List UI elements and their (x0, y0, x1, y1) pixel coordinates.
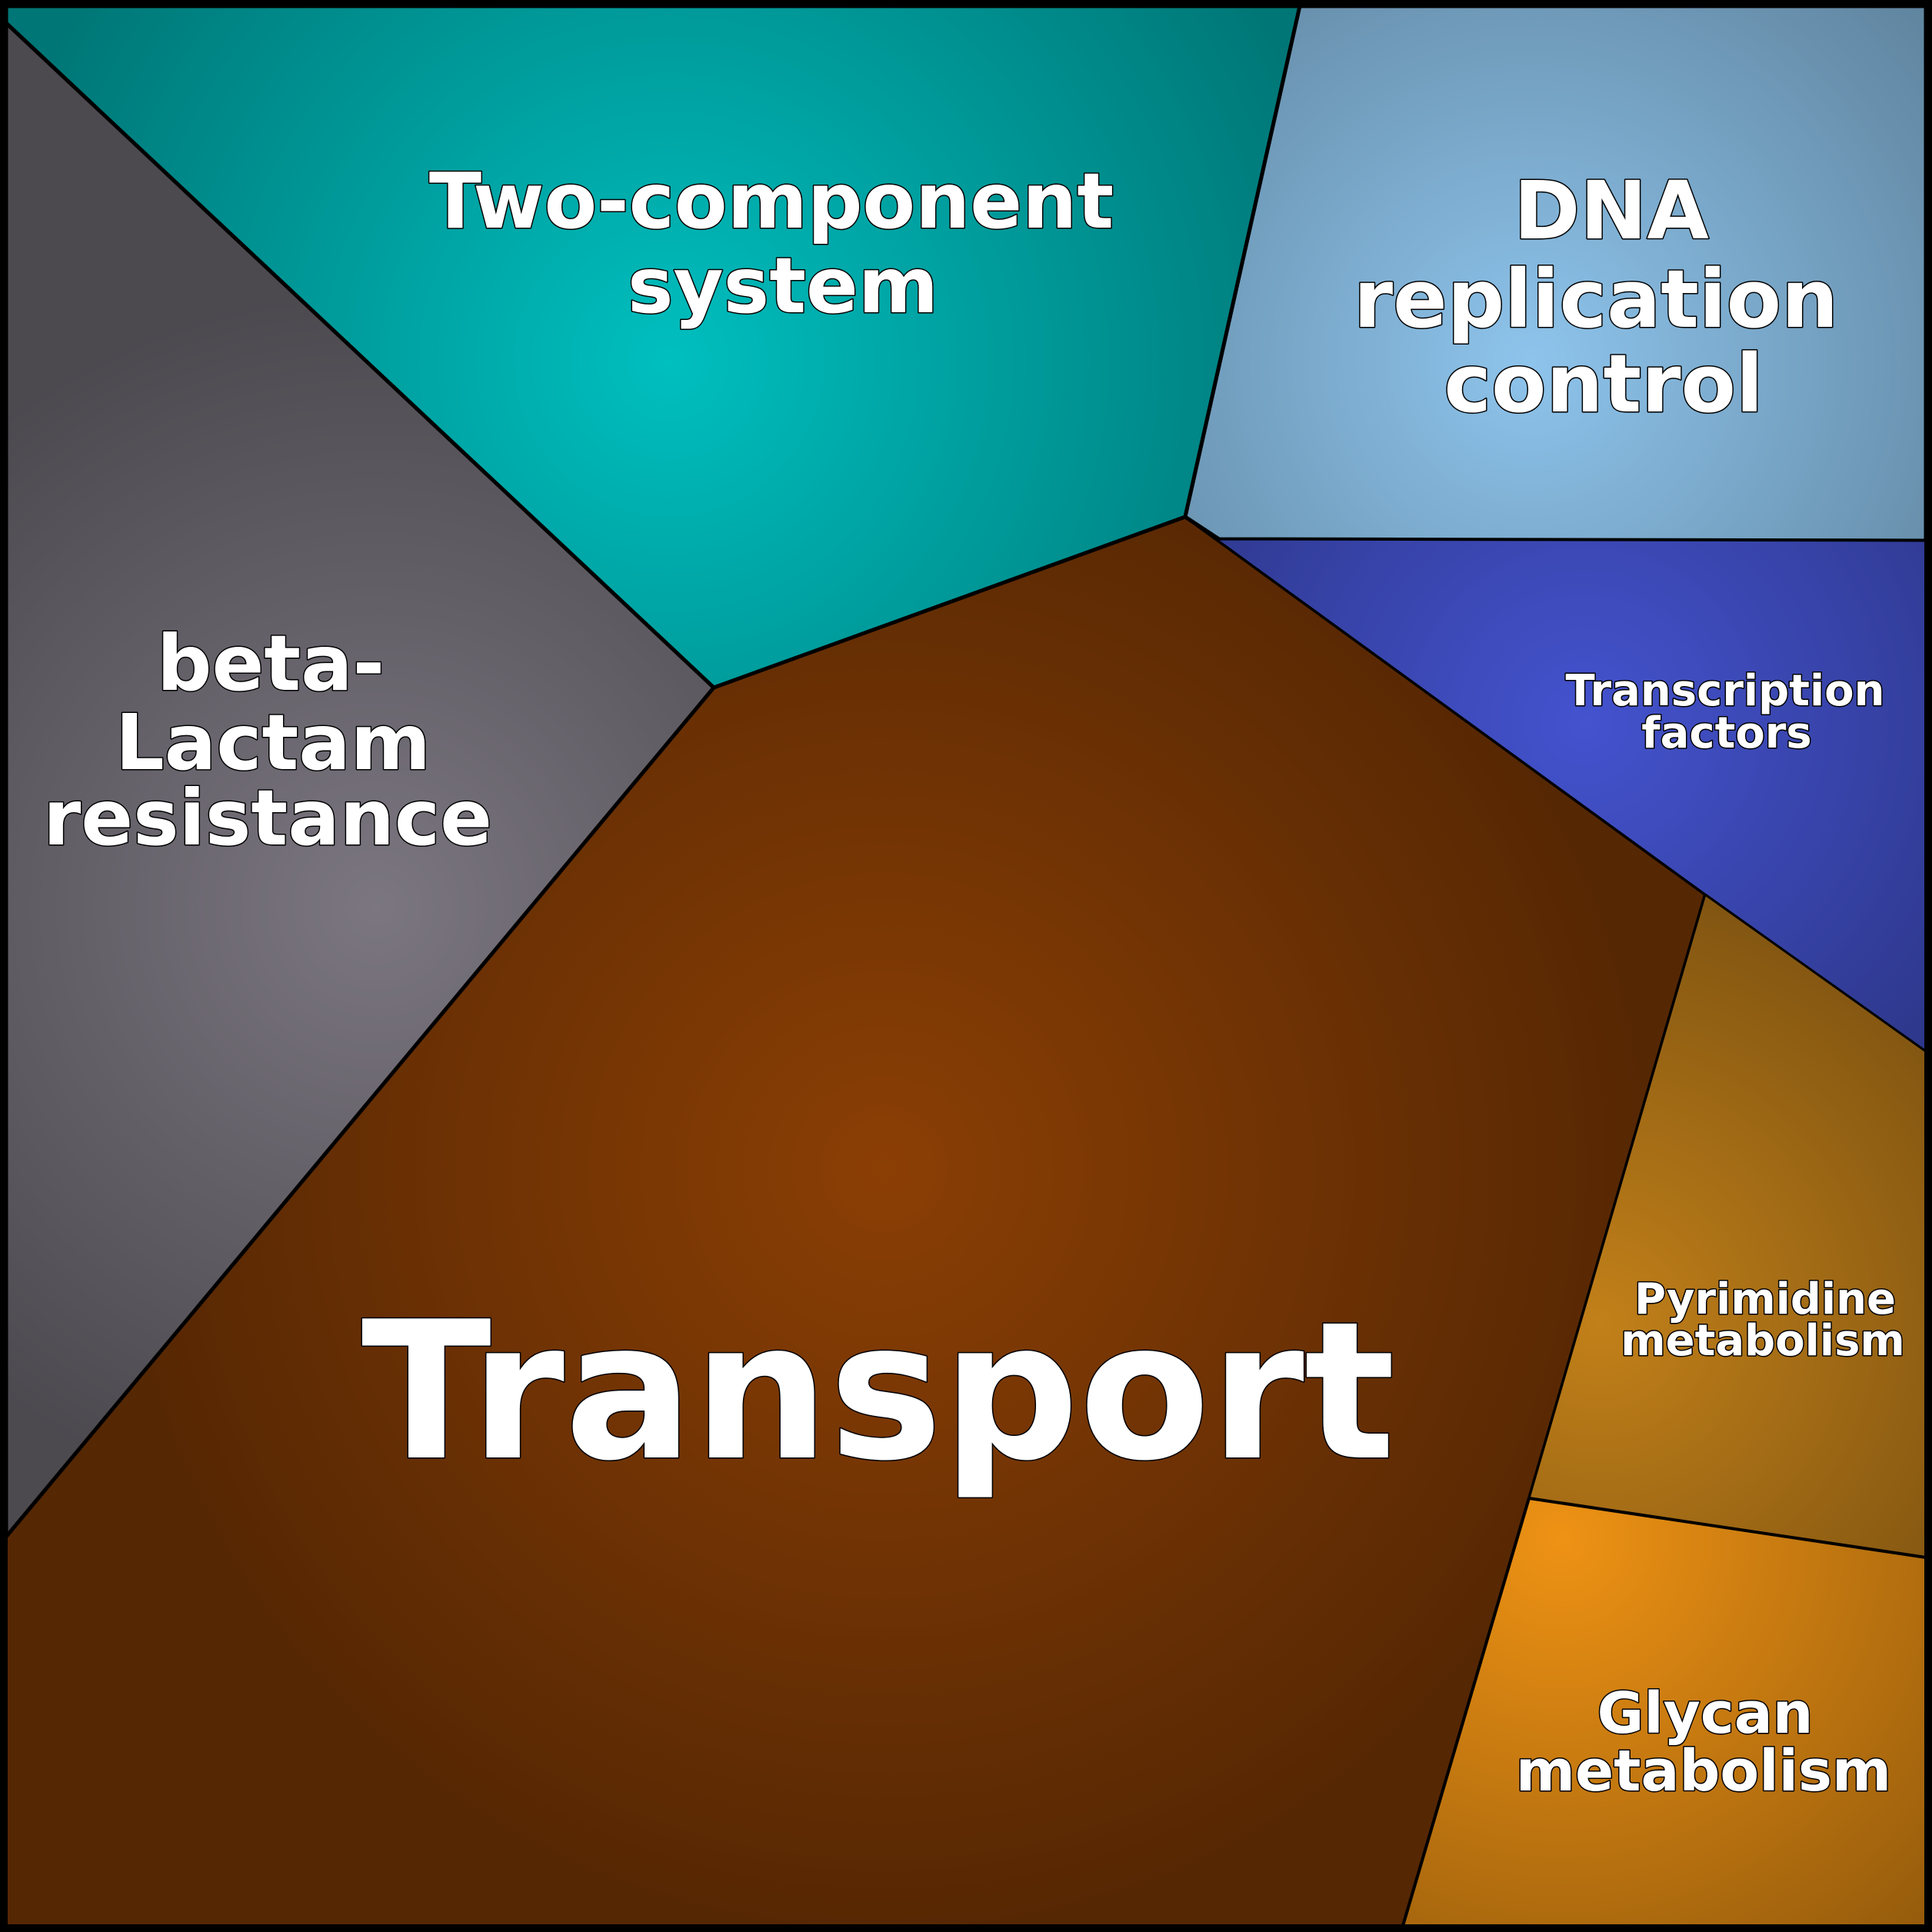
label-line: Pyrimidine (1634, 1274, 1896, 1324)
cells-layer (4, 4, 1928, 1927)
label-line: Transcription (1565, 666, 1884, 716)
label-line: DNA (1514, 164, 1709, 258)
label-line: Two-component (429, 156, 1114, 246)
label-line: metabolism (1516, 1738, 1891, 1804)
label-line: replication (1354, 252, 1838, 346)
label-line: metabolism (1621, 1316, 1905, 1366)
label-line: Lactam (115, 698, 431, 788)
label-line: Glycan (1597, 1681, 1814, 1747)
label-line: factors (1641, 708, 1812, 758)
label-line: system (628, 241, 938, 331)
label-line: beta- (157, 618, 385, 708)
label-line: control (1444, 337, 1763, 431)
label-line: resistance (43, 773, 492, 863)
label-transport: Transport (361, 1281, 1396, 1503)
label-line: Transport (361, 1281, 1396, 1503)
